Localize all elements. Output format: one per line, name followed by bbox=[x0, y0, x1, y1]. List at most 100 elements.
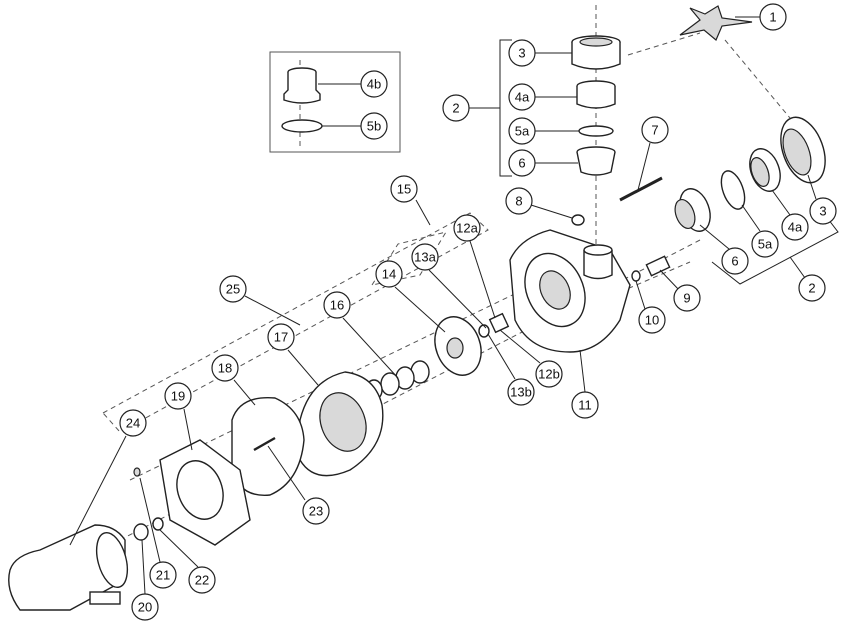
callout-circle bbox=[188, 566, 216, 594]
part-20-slinger bbox=[133, 523, 149, 541]
callout-circle bbox=[131, 593, 159, 621]
part-24-motor bbox=[8, 524, 129, 611]
callout-circle bbox=[508, 117, 536, 145]
callout-label: 3 bbox=[518, 46, 525, 61]
part-17-diffuser bbox=[299, 371, 384, 477]
callout-circle bbox=[323, 291, 351, 319]
part-4a-top bbox=[576, 80, 616, 109]
part-14-impeller bbox=[434, 316, 482, 376]
callout-label: 3 bbox=[819, 204, 826, 219]
part-12b-ring bbox=[478, 324, 490, 338]
callout-circle bbox=[781, 213, 809, 241]
callout-c5b: 5b bbox=[360, 112, 388, 140]
callout-label: 6 bbox=[518, 156, 525, 171]
callout-label: 20 bbox=[138, 600, 152, 615]
part-5a-top bbox=[578, 125, 614, 137]
callout-circle bbox=[267, 323, 295, 351]
callout-label: 12a bbox=[456, 221, 478, 236]
callout-label: 1 bbox=[769, 10, 776, 25]
callout-label: 15 bbox=[397, 182, 411, 197]
callout-label: 7 bbox=[651, 123, 658, 138]
callout-c3a: 3 bbox=[508, 39, 536, 67]
part-19-seal-plate bbox=[159, 439, 251, 546]
callout-label: 4a bbox=[515, 90, 530, 105]
part-10-oring bbox=[631, 270, 641, 282]
callout-c7: 7 bbox=[641, 116, 669, 144]
callout-label: 25 bbox=[226, 282, 240, 297]
callout-circle bbox=[508, 83, 536, 111]
part-6-top bbox=[576, 146, 616, 176]
callout-label: 16 bbox=[330, 298, 344, 313]
callout-circle bbox=[673, 284, 701, 312]
callout-circle bbox=[211, 354, 239, 382]
part-8-oring bbox=[571, 214, 585, 226]
callout-circle bbox=[641, 116, 669, 144]
callout-label: 13a bbox=[414, 250, 436, 265]
callout-circle bbox=[535, 360, 563, 388]
callout-label: 5a bbox=[758, 237, 773, 252]
callout-c18: 18 bbox=[211, 354, 239, 382]
callout-circle bbox=[149, 561, 177, 589]
callout-circle bbox=[507, 378, 535, 406]
callout-circle bbox=[751, 230, 779, 258]
callout-circle bbox=[759, 3, 787, 31]
callout-circle bbox=[505, 187, 533, 215]
callout-c5a_r: 5a bbox=[751, 230, 779, 258]
part-12a-seal bbox=[488, 312, 510, 334]
callout-label: 19 bbox=[171, 389, 185, 404]
callout-circle bbox=[798, 274, 826, 302]
part-1-wrench bbox=[679, 5, 753, 41]
callout-c6_r: 6 bbox=[721, 247, 749, 275]
part-5a-right bbox=[720, 170, 746, 210]
callout-c20: 20 bbox=[131, 593, 159, 621]
callout-c22: 22 bbox=[188, 566, 216, 594]
callout-c13b: 13b bbox=[507, 378, 535, 406]
callout-circle bbox=[442, 94, 470, 122]
callout-c23: 23 bbox=[302, 497, 330, 525]
callout-c24: 24 bbox=[119, 409, 147, 437]
callout-c8: 8 bbox=[505, 187, 533, 215]
callout-circle bbox=[453, 214, 481, 242]
callout-label: 4a bbox=[788, 220, 803, 235]
callout-c10: 10 bbox=[638, 306, 666, 334]
part-11-housing bbox=[509, 229, 631, 353]
callout-circle bbox=[508, 39, 536, 67]
callout-c13a: 13a bbox=[411, 243, 439, 271]
callout-label: 10 bbox=[645, 313, 659, 328]
callout-c12a: 12a bbox=[453, 214, 481, 242]
callout-label: 23 bbox=[309, 504, 323, 519]
callout-circle bbox=[508, 149, 536, 177]
callout-c6_top: 6 bbox=[508, 149, 536, 177]
part-22-washer bbox=[152, 517, 164, 531]
callout-c12b: 12b bbox=[535, 360, 563, 388]
part-5b-oring bbox=[281, 119, 323, 133]
callout-circle bbox=[219, 275, 247, 303]
callout-c2_r: 2 bbox=[798, 274, 826, 302]
callout-c14: 14 bbox=[375, 260, 403, 288]
callout-label: 17 bbox=[274, 330, 288, 345]
bracket-2-right bbox=[711, 214, 839, 285]
callout-circle bbox=[360, 112, 388, 140]
callout-c4a_top: 4a bbox=[508, 83, 536, 111]
callout-c2_top: 2 bbox=[442, 94, 470, 122]
callout-label: 24 bbox=[126, 416, 140, 431]
callout-c17: 17 bbox=[267, 323, 295, 351]
callout-label: 13b bbox=[510, 385, 532, 400]
inset-box bbox=[269, 51, 401, 153]
callout-circle bbox=[721, 247, 749, 275]
part-7-bolt bbox=[619, 176, 663, 202]
callout-label: 8 bbox=[515, 194, 522, 209]
callout-circle bbox=[119, 409, 147, 437]
callout-label: 12b bbox=[538, 367, 560, 382]
callout-c19: 19 bbox=[164, 382, 192, 410]
callout-c3b: 3 bbox=[809, 197, 837, 225]
callout-c21: 21 bbox=[149, 561, 177, 589]
part-4b-adaptor bbox=[283, 67, 321, 104]
callout-c15: 15 bbox=[390, 175, 418, 203]
part-21-washer bbox=[133, 467, 141, 477]
callout-c1: 1 bbox=[759, 3, 787, 31]
callout-circle bbox=[360, 70, 388, 98]
bracket-2-top bbox=[468, 39, 512, 177]
part-23-screw bbox=[253, 436, 276, 452]
